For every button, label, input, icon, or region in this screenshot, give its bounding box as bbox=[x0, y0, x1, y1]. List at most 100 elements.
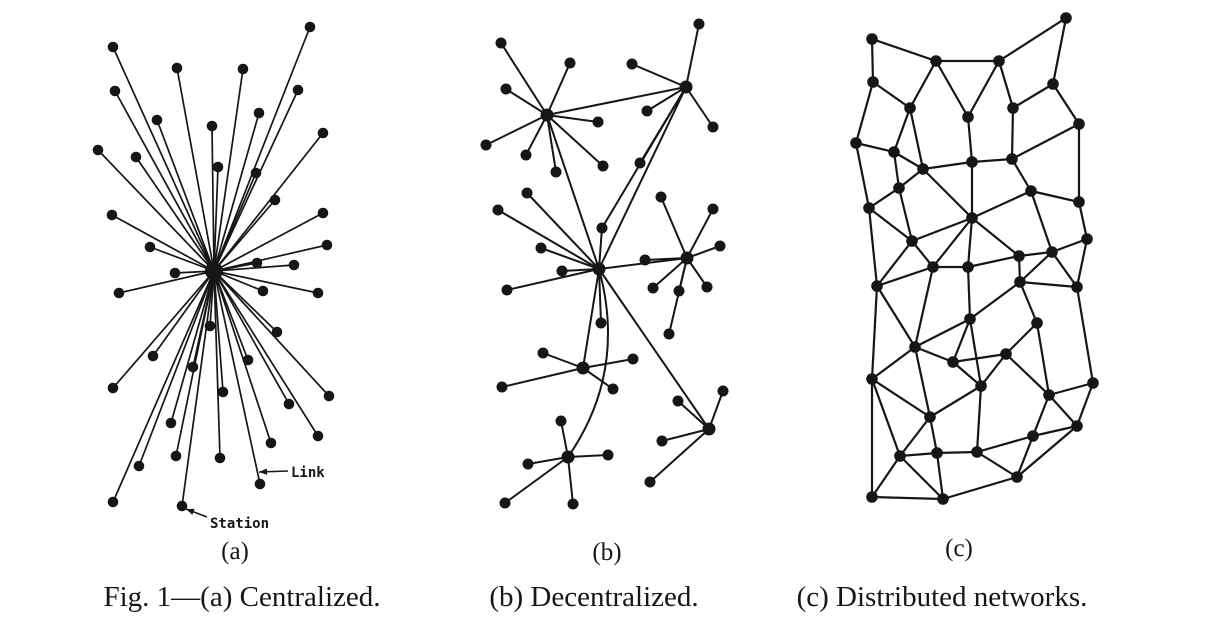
network-node bbox=[647, 282, 659, 294]
network-node bbox=[253, 107, 265, 119]
network-link bbox=[505, 88, 548, 116]
network-link bbox=[1052, 83, 1080, 125]
network-link bbox=[649, 428, 710, 483]
network-link bbox=[951, 318, 972, 363]
network-hub-node bbox=[540, 108, 554, 122]
network-link bbox=[871, 495, 944, 501]
network-node bbox=[597, 160, 609, 172]
network-node bbox=[893, 182, 905, 194]
network-link bbox=[899, 451, 938, 458]
network-node bbox=[596, 222, 608, 234]
network-node bbox=[109, 85, 121, 97]
network-node bbox=[106, 209, 118, 221]
network-node bbox=[714, 240, 726, 252]
network-link bbox=[598, 86, 687, 270]
network-link bbox=[1030, 189, 1080, 204]
network-link bbox=[644, 257, 688, 261]
network-node bbox=[975, 380, 987, 392]
network-link bbox=[97, 149, 215, 272]
network-link bbox=[213, 270, 319, 437]
network-link bbox=[899, 416, 931, 457]
network-node bbox=[171, 62, 183, 74]
network-node bbox=[317, 127, 329, 139]
network-link bbox=[876, 285, 916, 348]
network-link bbox=[966, 217, 974, 268]
network-link bbox=[913, 346, 932, 418]
network-link bbox=[138, 270, 215, 467]
station-label-arrowhead bbox=[186, 508, 195, 515]
network-hub-node bbox=[205, 262, 223, 280]
network-link bbox=[876, 265, 934, 288]
caption-decentralized: (b) Decentralized. bbox=[489, 581, 698, 613]
network-link bbox=[871, 346, 916, 380]
network-link bbox=[525, 114, 548, 156]
network-link bbox=[1005, 322, 1038, 355]
network-link bbox=[546, 114, 600, 270]
network-link bbox=[497, 209, 600, 270]
network-node bbox=[535, 242, 547, 254]
network-link bbox=[868, 187, 900, 209]
network-link bbox=[1018, 281, 1039, 324]
network-node bbox=[187, 361, 199, 373]
network-node bbox=[1014, 276, 1026, 288]
network-link bbox=[1048, 381, 1094, 397]
network-link bbox=[213, 270, 290, 405]
network-link bbox=[967, 60, 1000, 118]
network-link bbox=[1019, 280, 1078, 289]
network-link bbox=[975, 385, 983, 453]
network-link bbox=[871, 37, 937, 63]
network-node bbox=[312, 430, 324, 442]
station-label: Station bbox=[210, 516, 269, 532]
network-node bbox=[567, 498, 579, 510]
network-node bbox=[323, 390, 335, 402]
network-node bbox=[673, 285, 685, 297]
network-node bbox=[644, 476, 656, 488]
network-node bbox=[555, 415, 567, 427]
network-node bbox=[701, 281, 713, 293]
network-node bbox=[250, 167, 262, 179]
decentralized-network bbox=[480, 18, 729, 510]
network-hub-node bbox=[702, 422, 716, 436]
network-node bbox=[904, 102, 916, 114]
network-link bbox=[213, 26, 311, 272]
network-node bbox=[500, 83, 512, 95]
network-node bbox=[242, 354, 254, 366]
network-node bbox=[317, 207, 329, 219]
network-link bbox=[1005, 353, 1050, 396]
network-node bbox=[962, 261, 974, 273]
network-node bbox=[627, 353, 639, 365]
network-node bbox=[607, 383, 619, 395]
network-hub-node bbox=[592, 262, 606, 276]
network-link bbox=[966, 266, 972, 320]
network-hub-node bbox=[561, 450, 575, 464]
network-node bbox=[151, 114, 163, 126]
network-node bbox=[871, 280, 883, 292]
network-node bbox=[520, 149, 532, 161]
network-node bbox=[971, 446, 983, 458]
network-node bbox=[1011, 471, 1023, 483]
network-link bbox=[855, 141, 895, 154]
network-link bbox=[967, 254, 1020, 269]
network-link bbox=[582, 358, 634, 369]
network-link bbox=[969, 281, 1021, 320]
network-node bbox=[304, 21, 316, 33]
network-link bbox=[868, 207, 913, 242]
network-link bbox=[914, 345, 954, 364]
network-link bbox=[876, 240, 913, 287]
network-node bbox=[495, 37, 507, 49]
network-link bbox=[213, 270, 261, 485]
network-link bbox=[1048, 394, 1078, 427]
network-node bbox=[1060, 12, 1072, 24]
network-link bbox=[922, 160, 973, 171]
network-node bbox=[165, 417, 177, 429]
network-node bbox=[1027, 430, 1039, 442]
network-node bbox=[866, 491, 878, 503]
network-link bbox=[708, 390, 724, 430]
network-node bbox=[1031, 317, 1043, 329]
network-link bbox=[542, 352, 584, 369]
distributed-network bbox=[850, 12, 1099, 505]
network-link bbox=[1075, 382, 1095, 427]
network-node bbox=[1047, 78, 1059, 90]
network-node bbox=[863, 202, 875, 214]
network-link bbox=[567, 456, 574, 505]
